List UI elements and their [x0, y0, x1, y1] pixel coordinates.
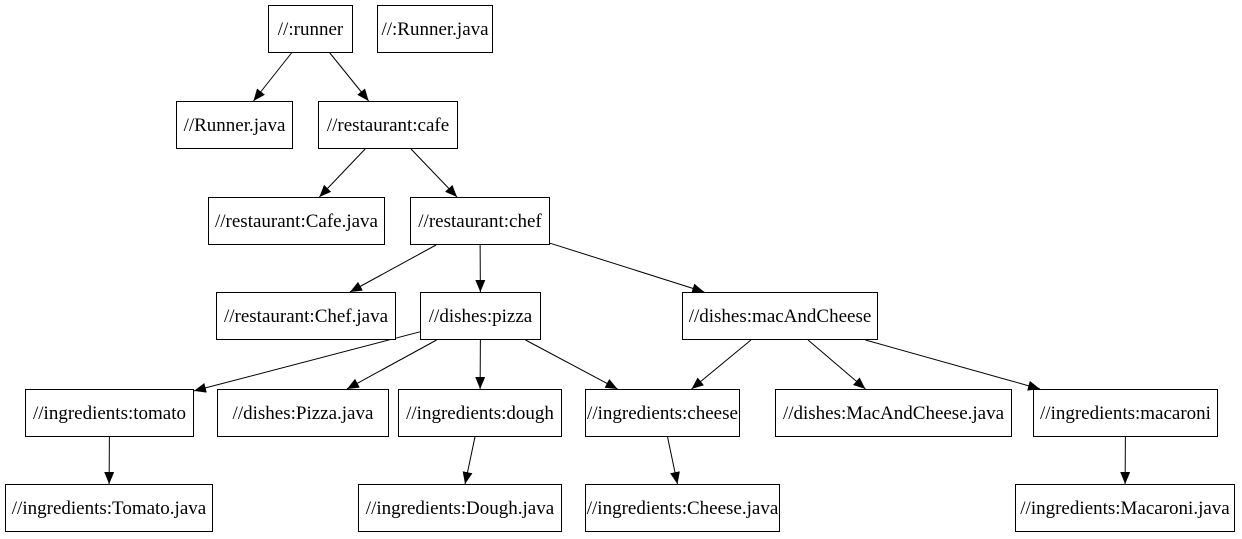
graph-node-dough-java: //ingredients:Dough.java — [358, 484, 562, 532]
graph-node-macaroni-java: //ingredients:Macaroni.java — [1015, 484, 1235, 532]
graph-node-cafe-java: //restaurant:Cafe.java — [208, 197, 385, 245]
graph-edge-cafe--chef — [410, 148, 458, 198]
graph-edge-mac-and-cheese--cheese — [691, 339, 752, 390]
graph-node-runner-java: //Runner.java — [176, 101, 293, 149]
graph-edge-pizza--tomato — [193, 331, 421, 393]
graph-node-cheese: //ingredients:cheese — [585, 389, 740, 437]
graph-edge-pizza--pizza-java — [346, 339, 437, 390]
graph-edge-cheese--cheese-java — [667, 436, 680, 485]
graph-edge-runner--cafe — [329, 52, 370, 102]
graph-edge-mac-and-cheese--mac-and-cheese-java — [807, 339, 866, 390]
graph-node-mac-and-cheese-java: //dishes:MacAndCheese.java — [775, 389, 1012, 437]
graph-node-pizza: //dishes:pizza — [420, 292, 541, 340]
graph-node-cafe: //restaurant:cafe — [318, 101, 458, 149]
graph-edge-dough--dough-java — [462, 436, 476, 485]
graph-edge-mac-and-cheese--macaroni — [865, 339, 1041, 391]
graph-node-chef-java: //restaurant:Chef.java — [216, 292, 396, 340]
graph-edge-pizza--cheese — [525, 339, 618, 390]
graph-node-runner: //:runner — [268, 5, 353, 53]
graph-edge-cafe--cafe-java — [319, 148, 366, 198]
graph-node-dough: //ingredients:dough — [398, 389, 562, 437]
graph-node-chef: //restaurant:chef — [410, 197, 550, 245]
graph-node-tomato-java: //ingredients:Tomato.java — [5, 484, 213, 532]
graph-edge-chef--mac-and-cheese — [549, 242, 705, 294]
graph-node-cheese-java: //ingredients:Cheese.java — [585, 484, 780, 532]
graph-edge-chef--chef-java — [349, 244, 437, 293]
graph-node-tomato: //ingredients:tomato — [25, 389, 194, 437]
graph-node-pizza-java: //dishes:Pizza.java — [217, 389, 389, 437]
graph-node-macaroni: //ingredients:macaroni — [1033, 389, 1218, 437]
graph-edge-runner--runner-java — [253, 52, 292, 102]
graph-node-mac-and-cheese: //dishes:macAndCheese — [682, 292, 878, 340]
graph-node-runner-java-top: //:Runner.java — [377, 5, 493, 53]
